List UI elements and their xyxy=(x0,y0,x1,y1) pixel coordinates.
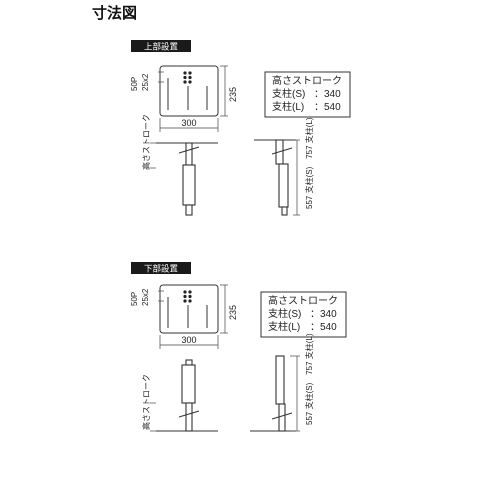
info-row-value-l: ：540 xyxy=(310,322,337,333)
info-row-value-s: ：340 xyxy=(314,89,341,100)
info-title: 高さストローク xyxy=(272,74,342,87)
width-value: 300 xyxy=(181,118,196,128)
stand-side-view: 557 支柱(S) 757 支柱(L) xyxy=(250,333,314,432)
pitch-label: 50P xyxy=(130,292,139,306)
info-row-label-s: 支柱(S) xyxy=(272,87,305,100)
display-plate-front-view: 50P 25x2 xyxy=(130,284,219,334)
display-plate-front-view: 50P 25x2 xyxy=(130,65,219,117)
stand-front-view: 高さストローク xyxy=(141,359,218,432)
page-title: 寸法図 xyxy=(92,4,137,22)
info-row-label-l: 支柱(L) xyxy=(268,320,300,333)
height-value: 235 xyxy=(228,87,238,102)
info-row-value-l: ：540 xyxy=(314,102,341,113)
pin-label: 25x2 xyxy=(141,73,150,91)
stand-side-view: 557 支柱(S) 757 支柱(L) xyxy=(254,117,314,216)
info-row-label-l: 支柱(L) xyxy=(272,100,304,113)
info-row-label-s: 支柱(S) xyxy=(268,307,301,320)
pin-holes-icon xyxy=(183,71,192,84)
height-dimension: 235 xyxy=(220,284,238,334)
pitch-label: 50P xyxy=(130,77,139,91)
section-top-mount: 上部設置 50P 25x2 235 xyxy=(130,40,351,216)
stroke-info-box: 高さストローク 支柱(S) ：340 支柱(L) ：540 xyxy=(264,71,351,118)
stand-front-view: 高さストローク xyxy=(141,114,218,216)
width-dimension: 300 xyxy=(159,335,219,349)
height-dimension: 235 xyxy=(220,65,238,117)
stroke-info-box: 高さストローク 支柱(S) ：340 支柱(L) ：540 xyxy=(260,291,347,338)
stroke-label: 高さストローク xyxy=(141,114,151,170)
section-tag: 下部設置 xyxy=(144,264,179,275)
section-tag-background xyxy=(131,40,191,52)
section-bottom-mount: 下部設置 50P 25x2 235 xyxy=(130,262,347,432)
section-tag-background xyxy=(131,262,191,274)
width-dimension: 300 xyxy=(159,118,219,132)
section-tag: 上部設置 xyxy=(144,42,179,53)
pin-holes-icon xyxy=(183,290,192,303)
info-title: 高さストローク xyxy=(268,294,338,307)
height-value: 235 xyxy=(228,305,238,320)
info-row-value-s: ：340 xyxy=(310,309,337,320)
stroke-label: 高さストローク xyxy=(141,374,151,430)
width-value: 300 xyxy=(181,335,196,345)
pin-label: 25x2 xyxy=(141,288,150,306)
side-heights: 557 支柱(S) 757 支柱(L) xyxy=(304,333,314,425)
side-heights: 557 支柱(S) 757 支柱(L) xyxy=(304,117,314,209)
